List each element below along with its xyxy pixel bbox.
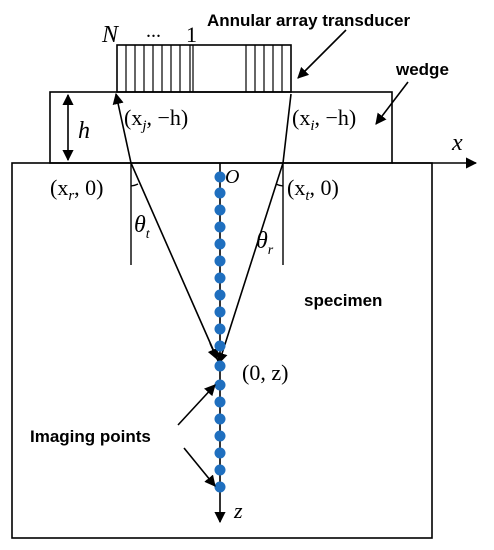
angle-arc-left	[130, 183, 139, 187]
imaging-point	[214, 187, 226, 199]
label-theta-t: θt	[134, 212, 151, 242]
label-xt: (xt, 0)	[287, 175, 339, 204]
label-annular-array: Annular array transducer	[207, 11, 411, 30]
imaging-point	[214, 171, 226, 183]
imaging-point	[214, 221, 226, 233]
ray-left-arrow	[207, 342, 219, 361]
angle-arc-right	[275, 183, 284, 187]
label-wedge: wedge	[395, 60, 449, 79]
imaging-point	[214, 430, 226, 442]
label-theta-r: θr	[256, 228, 274, 258]
label-n: N	[101, 22, 120, 48]
imaging-point	[214, 255, 226, 267]
imaging-point	[214, 323, 226, 335]
imaging-pointer-down	[183, 447, 216, 487]
label-focus-point: (0, z)	[242, 360, 288, 385]
label-imaging-points: Imaging points	[30, 427, 151, 446]
imaging-points	[214, 171, 226, 493]
imaging-point	[214, 272, 226, 284]
label-dots: ...	[146, 20, 161, 42]
label-specimen: specimen	[304, 291, 382, 310]
label-xr: (xr, 0)	[50, 175, 104, 204]
imaging-point	[214, 379, 226, 391]
imaging-point	[214, 360, 226, 372]
imaging-point	[214, 204, 226, 216]
imaging-point	[214, 447, 226, 459]
label-origin: O	[225, 166, 239, 188]
imaging-point	[214, 396, 226, 408]
transducer-elements-right	[245, 45, 283, 92]
label-z-axis: z	[233, 498, 243, 523]
transducer-elements-left	[125, 45, 194, 92]
imaging-point	[214, 464, 226, 476]
imaging-point	[214, 413, 226, 425]
imaging-point	[214, 306, 226, 318]
imaging-point	[214, 340, 226, 352]
transducer-pointer	[297, 29, 347, 79]
label-xi: (xi, −h)	[292, 105, 356, 134]
ray-path-right	[216, 93, 292, 365]
label-xj: (xj, −h)	[124, 105, 188, 134]
ray-path-left	[112, 92, 220, 364]
transducer-housing	[116, 44, 292, 93]
label-x-axis: x	[451, 130, 463, 156]
wedge-pointer	[375, 81, 409, 125]
imaging-pointer-up	[177, 384, 216, 426]
label-one: 1	[186, 22, 197, 47]
imaging-point	[214, 481, 226, 493]
imaging-point	[214, 238, 226, 250]
label-h: h	[78, 118, 90, 144]
imaging-point	[214, 289, 226, 301]
